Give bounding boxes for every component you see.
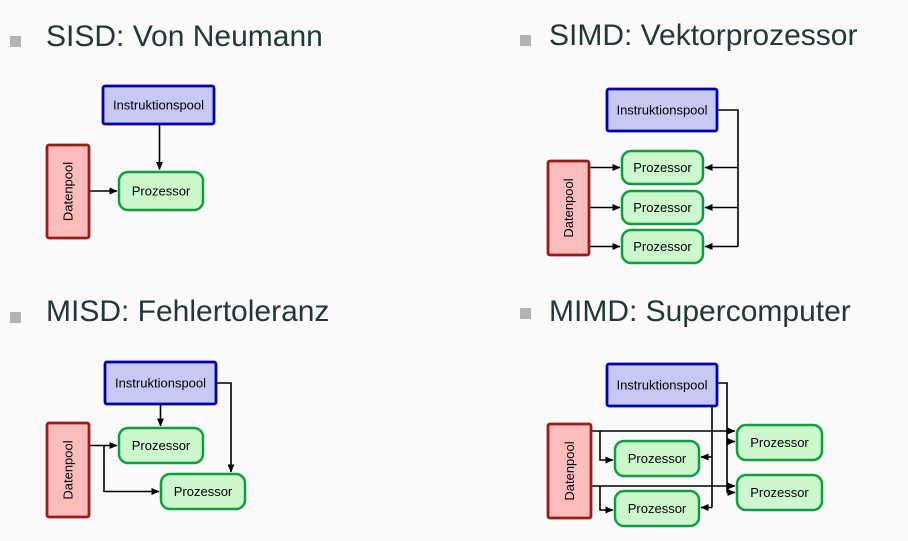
sisd-diagram: Instruktionspool Datenpool Prozessor <box>45 84 216 240</box>
data-pool-label: Datenpool <box>61 162 76 221</box>
data-pool-label: Datenpool <box>61 440 76 499</box>
instruction-pool-box <box>605 87 719 133</box>
simd-connectors <box>589 109 739 250</box>
processor-box-1 <box>620 149 705 186</box>
data-pool-box <box>45 143 91 240</box>
processor-label-3: Prozessor <box>633 239 692 254</box>
inner-processor-box-2 <box>613 489 701 528</box>
section-title-misd: MISD: Fehlertoleranz <box>46 295 330 328</box>
quadrant-misd: MISD: Fehlertoleranz Instruktionspool Da… <box>0 270 454 541</box>
processor-label-1: Prozessor <box>132 438 191 453</box>
bullet-square-icon <box>520 308 531 319</box>
quadrant-simd: SIMD: Vektorprozessor Instruktionspool D… <box>454 0 908 271</box>
outer-processor-box-1 <box>735 423 824 462</box>
arrow-instrpool-to-processor-2 <box>216 382 235 473</box>
instruction-pool-box <box>101 84 216 126</box>
arrow-datapool-to-inner-processor-1 <box>599 431 614 464</box>
instruction-pool-box <box>605 362 719 408</box>
outer-processor-label-2: Prozessor <box>750 485 809 500</box>
section-title-sisd: SISD: Von Neumann <box>46 20 323 53</box>
section-title-simd: SIMD: Vektorprozessor <box>549 19 858 52</box>
data-pool-box <box>546 159 591 257</box>
instrpool-right-bus <box>717 382 728 493</box>
arrow-datapool-to-inner-processor-2 <box>599 486 614 514</box>
inner-processor-box-1 <box>613 439 701 478</box>
quadrant-mimd: MIMD: Supercomputer <box>454 270 908 541</box>
instruction-pool-box <box>103 360 218 406</box>
mimd-diagram: Instruktionspool Datenpool Prozessor Pro… <box>546 362 824 528</box>
instruction-pool-label: Instruktionspool <box>616 103 707 118</box>
processor-box-3 <box>620 228 705 265</box>
inner-processor-label-1: Prozessor <box>628 451 687 466</box>
bullet-square-icon <box>520 35 531 46</box>
mimd-connectors <box>591 382 736 514</box>
instruction-pool-label: Instruktionspool <box>115 376 206 391</box>
processor-box-2 <box>159 472 247 511</box>
quadrant-sisd: SISD: Von Neumann Instruktionspool Daten… <box>0 0 454 271</box>
data-pool-label: Datenpool <box>561 178 576 237</box>
outer-processor-box-2 <box>735 473 824 512</box>
bullet-square-icon <box>10 36 21 47</box>
processor-box <box>117 170 205 212</box>
instruction-pool-label: Instruktionspool <box>616 378 707 393</box>
processor-label: Prozessor <box>132 184 191 199</box>
instruction-pool-label: Instruktionspool <box>113 98 204 113</box>
bullet-square-icon <box>10 312 21 323</box>
data-pool-label: Datenpool <box>562 441 577 500</box>
outer-processor-label-1: Prozessor <box>750 435 809 450</box>
arrow-datapool-to-processor-2 <box>103 445 160 495</box>
instrpool-right-bus <box>717 109 739 247</box>
simd-diagram: Instruktionspool Datenpool Prozessor Pro… <box>546 87 739 265</box>
processor-box-1 <box>117 426 205 465</box>
inner-processor-label-2: Prozessor <box>628 501 687 516</box>
processor-label-2: Prozessor <box>633 200 692 215</box>
misd-connectors <box>89 382 235 495</box>
data-pool-box <box>546 422 593 520</box>
section-title-mimd: MIMD: Supercomputer <box>549 295 851 328</box>
misd-diagram: Instruktionspool Datenpool Prozessor Pro… <box>45 360 247 519</box>
processor-label-2: Prozessor <box>174 484 233 499</box>
data-pool-box <box>45 421 91 519</box>
sisd-connectors <box>89 124 163 195</box>
processor-label-1: Prozessor <box>633 160 692 175</box>
processor-box-2 <box>620 189 705 226</box>
